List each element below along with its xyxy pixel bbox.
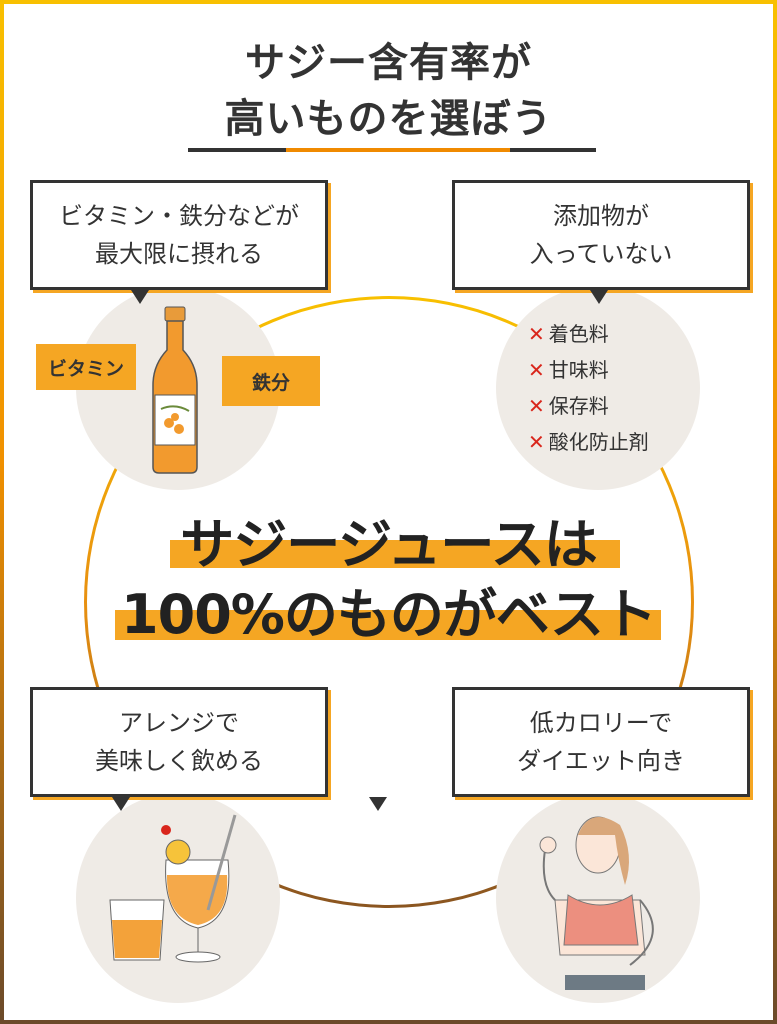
callout-text: 低カロリーで bbox=[529, 709, 673, 737]
callout-nutrition: ビタミン・鉄分などが最大限に摂れる bbox=[30, 180, 328, 290]
drinks-icon bbox=[109, 814, 237, 963]
title-line-2: 高いものを選ぼう bbox=[224, 96, 553, 142]
additive-item: ✕着色料 bbox=[528, 318, 609, 347]
additive-label: 着色料 bbox=[548, 322, 609, 346]
title-underline-left bbox=[188, 148, 286, 152]
title-underline-center bbox=[286, 148, 510, 152]
juice-bottle-icon bbox=[152, 306, 198, 474]
cross-icon: ✕ bbox=[528, 430, 545, 454]
cross-icon: ✕ bbox=[528, 322, 545, 346]
callout-tail bbox=[590, 290, 608, 304]
title-line-1: サジー含有率が bbox=[245, 40, 532, 86]
center-message-line-2: 100%のものがベスト bbox=[121, 583, 657, 646]
callout-additive-free: 添加物が入っていない bbox=[452, 180, 750, 290]
tag-iron: 鉄分 bbox=[222, 356, 320, 406]
woman-fitness-icon bbox=[539, 816, 654, 990]
callout-text: ダイエット向き bbox=[517, 747, 685, 775]
callout-text: ビタミン・鉄分などが bbox=[59, 202, 299, 230]
additive-label: 酸化防止剤 bbox=[548, 430, 649, 454]
callout-tail bbox=[131, 290, 149, 304]
callout-text: 添加物が bbox=[553, 202, 649, 230]
center-message-line-1: サジージュースは bbox=[180, 513, 597, 576]
title-underline-right bbox=[510, 148, 596, 152]
highlight-bar bbox=[115, 610, 661, 640]
callout-tail bbox=[369, 797, 387, 811]
additive-label: 保存料 bbox=[548, 394, 609, 418]
callout-text: アレンジで bbox=[119, 709, 239, 737]
additive-item: ✕酸化防止剤 bbox=[528, 426, 649, 455]
callout-text: 最大限に摂れる bbox=[95, 240, 263, 268]
additive-item: ✕甘味料 bbox=[528, 354, 609, 383]
callout-text: 美味しく飲める bbox=[95, 747, 263, 775]
cross-icon: ✕ bbox=[528, 358, 545, 382]
callout-tail bbox=[112, 797, 130, 811]
highlight-bar bbox=[170, 540, 620, 568]
additive-label: 甘味料 bbox=[548, 358, 609, 382]
illustration-bg-additives bbox=[496, 286, 700, 490]
cross-icon: ✕ bbox=[528, 394, 545, 418]
callout-arrange: アレンジで美味しく飲める bbox=[30, 687, 328, 797]
callout-diet: 低カロリーでダイエット向き bbox=[452, 687, 750, 797]
additive-item: ✕保存料 bbox=[528, 390, 609, 419]
callout-text: 入っていない bbox=[529, 240, 673, 268]
tag-vitamin: ビタミン bbox=[36, 344, 136, 390]
